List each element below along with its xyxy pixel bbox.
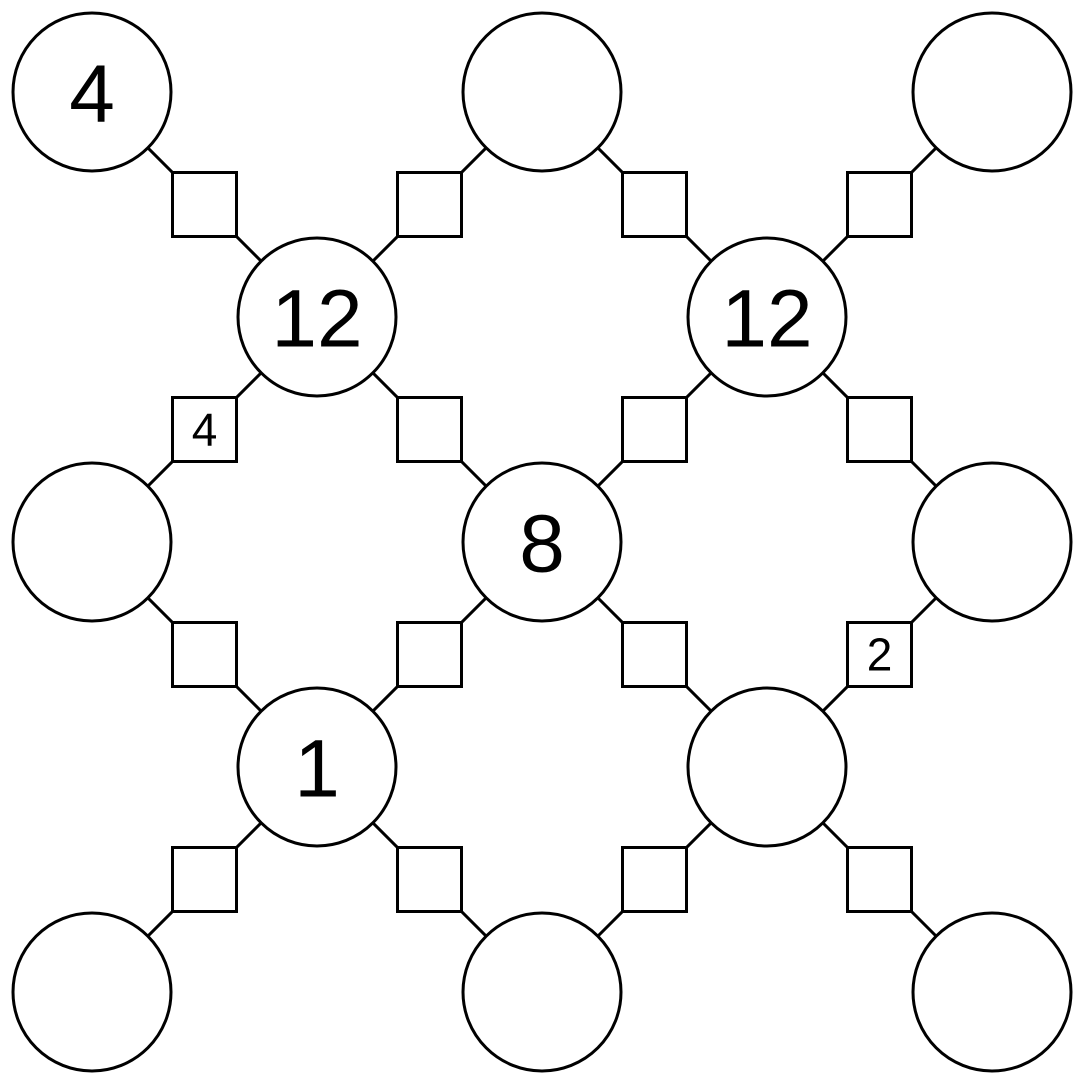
node-circle[interactable]: 12	[686, 236, 848, 398]
edge-box-value: 2	[867, 629, 893, 681]
node-circle-shape	[236, 686, 398, 848]
node-circle[interactable]: 1	[236, 686, 398, 848]
node-circle-shape	[911, 461, 1073, 623]
edge-box-frame	[396, 846, 463, 913]
edge-box-frame	[396, 171, 463, 238]
edge-box-frame	[396, 621, 463, 688]
node-circle-shape	[461, 11, 623, 173]
edge-box-frame	[621, 171, 688, 238]
edge-box-frame	[846, 396, 913, 463]
node-circle[interactable]: 12	[236, 236, 398, 398]
node-value: 4	[69, 49, 115, 140]
node-value: 12	[721, 274, 812, 365]
edge-box[interactable]: 2	[846, 621, 913, 688]
node-circle-shape	[686, 686, 848, 848]
node-circle[interactable]	[11, 461, 173, 623]
node-circle[interactable]	[461, 911, 623, 1073]
node-circle-shape	[911, 911, 1073, 1073]
node-circle[interactable]	[686, 686, 848, 848]
node-value: 1	[294, 724, 340, 815]
node-circle-shape	[11, 11, 173, 173]
edge-box-frame	[171, 846, 238, 913]
node-circle[interactable]	[911, 911, 1073, 1073]
node-circle-shape	[686, 236, 848, 398]
edge-box[interactable]	[396, 621, 463, 688]
edge-box-frame	[846, 621, 913, 688]
edge-box[interactable]	[171, 846, 238, 913]
edge-box-frame	[621, 396, 688, 463]
edge-box-frame	[846, 846, 913, 913]
edge-box[interactable]	[621, 396, 688, 463]
node-circle-shape	[461, 911, 623, 1073]
node-circle[interactable]	[461, 11, 623, 173]
node-circle[interactable]: 4	[11, 11, 173, 173]
edge-box[interactable]	[846, 396, 913, 463]
edge-box[interactable]	[171, 171, 238, 238]
node-circle[interactable]	[11, 911, 173, 1073]
edge-box[interactable]	[396, 171, 463, 238]
edge-box[interactable]	[171, 621, 238, 688]
edge-box-frame	[846, 171, 913, 238]
node-circle-shape	[911, 11, 1073, 173]
node-circle-shape	[236, 236, 398, 398]
edge-box-frame	[621, 621, 688, 688]
edge-box[interactable]	[396, 396, 463, 463]
node-circle[interactable]: 8	[461, 461, 623, 623]
edge-box-frame	[171, 171, 238, 238]
edge-box[interactable]	[621, 171, 688, 238]
node-value: 8	[519, 499, 565, 590]
edge-box-frame	[171, 396, 238, 463]
edge-box[interactable]	[846, 171, 913, 238]
node-circle-shape	[11, 461, 173, 623]
edge-box-frame	[171, 621, 238, 688]
node-circle[interactable]	[911, 461, 1073, 623]
edge-box[interactable]	[846, 846, 913, 913]
edge-box[interactable]	[621, 621, 688, 688]
node-circle-shape	[11, 911, 173, 1073]
edge-box[interactable]: 4	[171, 396, 238, 463]
edge-box-frame	[621, 846, 688, 913]
edge-box[interactable]	[396, 846, 463, 913]
edge-box[interactable]	[621, 846, 688, 913]
node-value: 12	[271, 274, 362, 365]
node-circle[interactable]	[911, 11, 1073, 173]
edge-box-frame	[396, 396, 463, 463]
node-circle-shape	[461, 461, 623, 623]
edge-box-value: 4	[192, 404, 218, 456]
